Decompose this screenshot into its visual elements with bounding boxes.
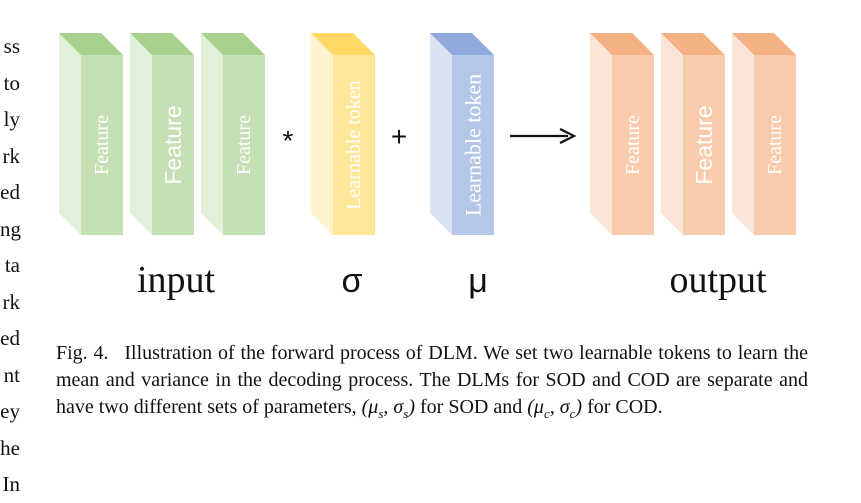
block-front-face [683,55,725,235]
input-feature-block: Feature [130,33,194,235]
block-front-face [152,55,194,235]
input-feature-block: Feature [201,33,265,235]
block-label: Learnable token [461,74,486,216]
block-side-face [201,33,223,235]
forward-arrow-head [559,128,577,144]
left-column-line: ed [0,326,20,350]
left-column-line: he [0,435,20,460]
block-top-face [201,33,265,55]
left-column-line: ed [0,180,20,204]
block-front-face [754,55,796,235]
block-side-face [130,33,152,235]
block-label: Feature [691,105,717,184]
left-column-line: In [2,472,21,496]
block-top-face [59,33,123,55]
sod-params: (μs, σs) [361,396,416,421]
label-sigma: σ [342,262,363,300]
label-input: input [137,259,216,301]
output-feature-block: Feature [732,33,796,235]
multiply-symbol: * [283,125,294,156]
block-front-face [452,55,494,235]
block-side-face [590,33,612,235]
block-front-face [333,55,375,235]
block-front-face [612,55,654,235]
left-column-line: ta [4,253,20,277]
caption-body: Illustration of the forward process of D… [56,342,808,418]
block-top-face [732,33,796,55]
label-output: output [669,259,767,301]
block-top-face [590,33,654,55]
block-top-face [311,33,375,55]
left-column-line: ng [0,216,21,241]
left-column-line: rk [2,289,21,314]
block-top-face [130,33,194,55]
block-side-face [59,33,81,235]
block-label: Feature [764,115,786,175]
input-feature-block: Feature [59,33,123,235]
block-label: Feature [622,115,644,175]
left-column-line: ss [3,34,20,58]
sod-text: for SOD and [420,396,523,418]
block-label: Feature [233,115,255,175]
block-label: Feature [160,105,186,184]
block-front-face [223,55,265,235]
block-label: Feature [91,115,113,175]
figure-label: Fig. 4. [56,342,109,364]
label-mu: μ [468,262,488,300]
block-side-face [430,33,452,235]
block-side-face [661,33,683,235]
block-top-face [661,33,725,55]
mu-token-block: Learnable token [430,33,494,235]
left-column-line: rk [2,143,21,168]
plus-symbol: + [391,121,407,152]
left-column-line: to [3,70,20,95]
left-column-line: ey [0,399,20,423]
block-side-face [732,33,754,235]
dlm-diagram: Feature Feature Feature * Learnable token + Le… [59,33,796,301]
block-top-face [430,33,494,55]
left-column-line: ly [3,107,20,131]
output-feature-block: Feature [661,33,725,235]
cod-params: (μc, σc) [527,396,583,421]
left-column-line: nt [3,362,20,387]
block-side-face [311,33,333,235]
block-label: Learnable token [343,80,365,209]
output-feature-block: Feature [590,33,654,235]
figure-caption: Fig. 4. Illustration of the forward proc… [56,340,808,427]
sigma-token-block: Learnable token [311,33,375,235]
cod-text: for COD. [587,396,663,418]
block-front-face [81,55,123,235]
